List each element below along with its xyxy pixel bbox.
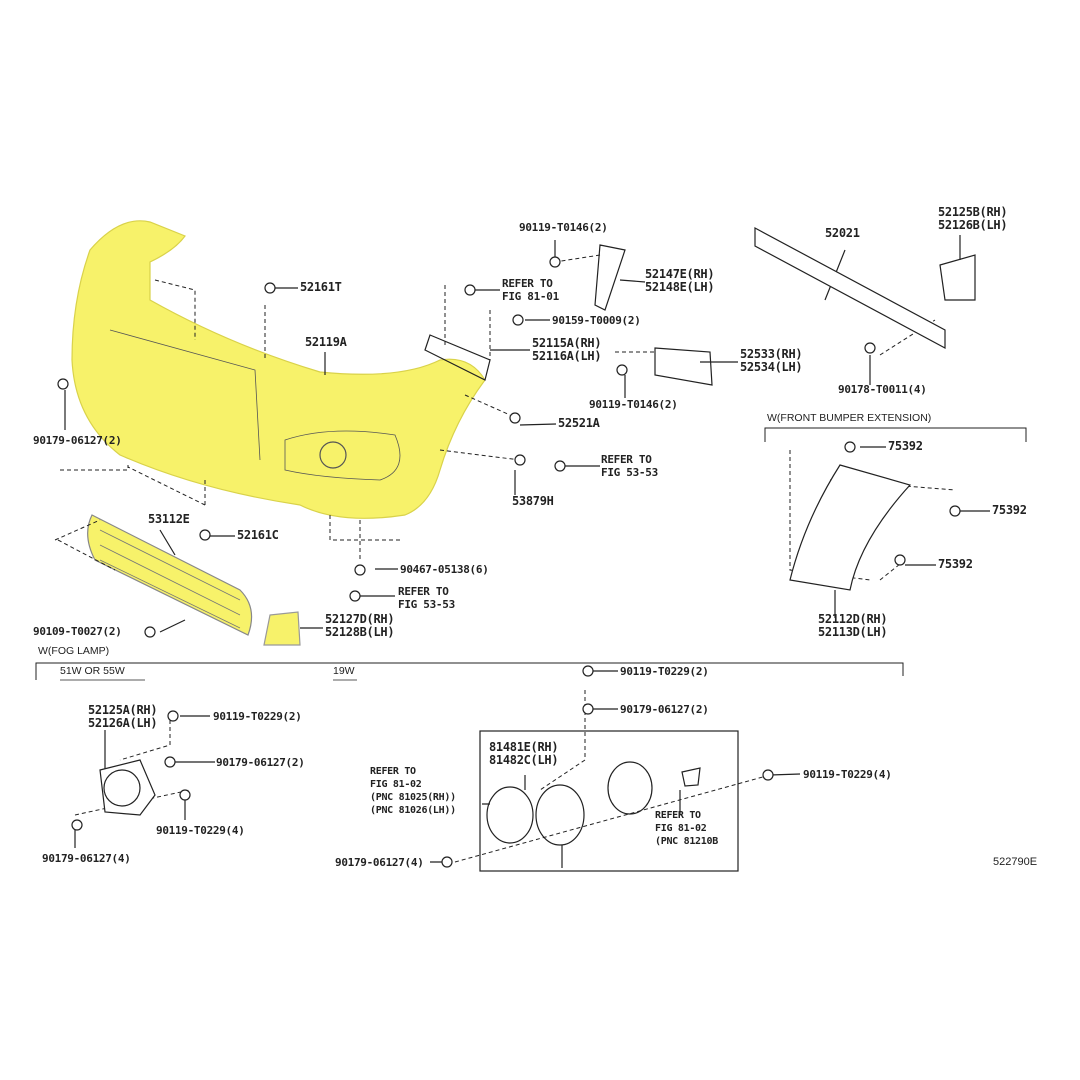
fog-19w-box <box>479 730 739 872</box>
diagram-id: 522790E <box>993 856 1038 868</box>
label-fog1-90119-2: 90119-T0229(2) <box>213 710 302 723</box>
label-81481E: 81481E(RH)81482C(LH) <box>489 740 559 767</box>
fog-lamp-51w <box>99 759 156 816</box>
label-52125A: 52125A(RH)52126A(LH) <box>88 703 158 730</box>
label-53879H: 53879H <box>512 494 554 508</box>
label-52125B: 52125B(RH)52126B(LH) <box>938 205 1008 232</box>
label-90467: 90467-05138(6) <box>400 563 489 576</box>
fog-housing <box>535 784 585 846</box>
fog-lens <box>607 761 653 815</box>
bumper-extension-frame <box>764 427 1027 442</box>
section-fog-19w: 19W <box>333 665 355 677</box>
label-90178: 90178-T0011(4) <box>838 383 927 396</box>
refer-line: (PNC 81026(LH)) <box>370 805 456 816</box>
label-52161T: 52161T <box>300 280 342 294</box>
extension-52112D <box>789 464 912 591</box>
label-fog2-90179-4: 90179-06127(4) <box>335 856 424 869</box>
label-90159: 90159-T0009(2) <box>552 314 641 327</box>
refer-line: FIG 81-02 <box>370 779 422 790</box>
part-lh: 52126B(LH) <box>938 218 1008 232</box>
part-lh: 52128B(LH) <box>325 625 395 639</box>
section-fog-51w: 51W OR 55W <box>60 665 125 677</box>
label-90179-left: 90179-06127(2) <box>33 434 122 447</box>
bumper-cover-52119A <box>71 220 486 519</box>
part-lh: 52534(LH) <box>740 360 803 374</box>
label-75392-c: 75392 <box>938 557 973 571</box>
part-rh: 52112D(RH) <box>818 612 888 626</box>
label-90119-T0146-bottom: 90119-T0146(2) <box>589 398 678 411</box>
refer-line: FIG 81-02 <box>655 823 707 834</box>
refer-line: (PNC 81210B <box>655 836 718 847</box>
part-lh: 52126A(LH) <box>88 716 158 730</box>
label-fog1-90119-4: 90119-T0229(4) <box>156 824 245 837</box>
label-52533: 52533(RH)52534(LH) <box>740 347 803 374</box>
refer-line: REFER TO <box>398 585 449 598</box>
refer-line: REFER TO <box>370 766 416 777</box>
label-52112D: 52112D(RH)52113D(LH) <box>818 612 888 639</box>
label-fog1-90179-2: 90179-06127(2) <box>216 756 305 769</box>
part-rh: 52125A(RH) <box>88 703 158 717</box>
part-lh: 52148E(LH) <box>645 280 715 294</box>
refer-81210B: REFER TO FIG 81-02 (PNC 81210B <box>655 809 718 848</box>
part-rh: 52125B(RH) <box>938 205 1008 219</box>
fog-gasket <box>486 786 534 844</box>
label-75392-b: 75392 <box>992 503 1027 517</box>
refer-line: (PNC 81025(RH)) <box>370 792 456 803</box>
label-52127D: 52127D(RH)52128B(LH) <box>325 612 395 639</box>
refer-line: REFER TO <box>601 453 652 466</box>
label-90109: 90109-T0027(2) <box>33 625 122 638</box>
grille-52127D <box>263 611 301 646</box>
label-fog1-90179-4: 90179-06127(4) <box>42 852 131 865</box>
refer-line: FIG 53-53 <box>398 598 455 611</box>
part-rh: 81481E(RH) <box>489 740 559 754</box>
label-75392-a: 75392 <box>888 439 923 453</box>
refer-81025: REFER TO FIG 81-02 (PNC 81025(RH)) (PNC 810… <box>370 765 456 817</box>
section-bumper-extension: W(FRONT BUMPER EXTENSION) <box>767 412 932 424</box>
label-90119-T0146-top: 90119-T0146(2) <box>519 221 608 234</box>
refer-line: REFER TO <box>655 810 701 821</box>
label-52147E: 52147E(RH)52148E(LH) <box>645 267 715 294</box>
grille-53112E <box>87 514 253 636</box>
refer-line: REFER TO <box>502 277 553 290</box>
part-rh: 52147E(RH) <box>645 267 715 281</box>
section-fog-lamp: W(FOG LAMP) <box>38 645 110 657</box>
part-lh: 81482C(LH) <box>489 753 559 767</box>
label-53112E: 53112E <box>148 512 190 526</box>
label-52115A: 52115A(RH)52116A(LH) <box>532 336 602 363</box>
label-52161C: 52161C <box>237 528 279 542</box>
part-lh: 52113D(LH) <box>818 625 888 639</box>
refer-line: FIG 81-01 <box>502 290 559 303</box>
part-rh: 52115A(RH) <box>532 336 602 350</box>
part-rh: 52127D(RH) <box>325 612 395 626</box>
label-fog2-90179-2: 90179-06127(2) <box>620 703 709 716</box>
refer-line: FIG 53-53 <box>601 466 658 479</box>
label-52521A: 52521A <box>558 416 600 430</box>
fog-lamp-frame <box>35 662 904 680</box>
part-rh: 52533(RH) <box>740 347 803 361</box>
label-52021: 52021 <box>825 226 860 240</box>
label-fog2-90119-4: 90119-T0229(4) <box>803 768 892 781</box>
label-fog2-90119-2: 90119-T0229(2) <box>620 665 709 678</box>
label-52119A: 52119A <box>305 335 347 349</box>
reinforcement-52021 <box>754 226 946 350</box>
part-lh: 52116A(LH) <box>532 349 602 363</box>
